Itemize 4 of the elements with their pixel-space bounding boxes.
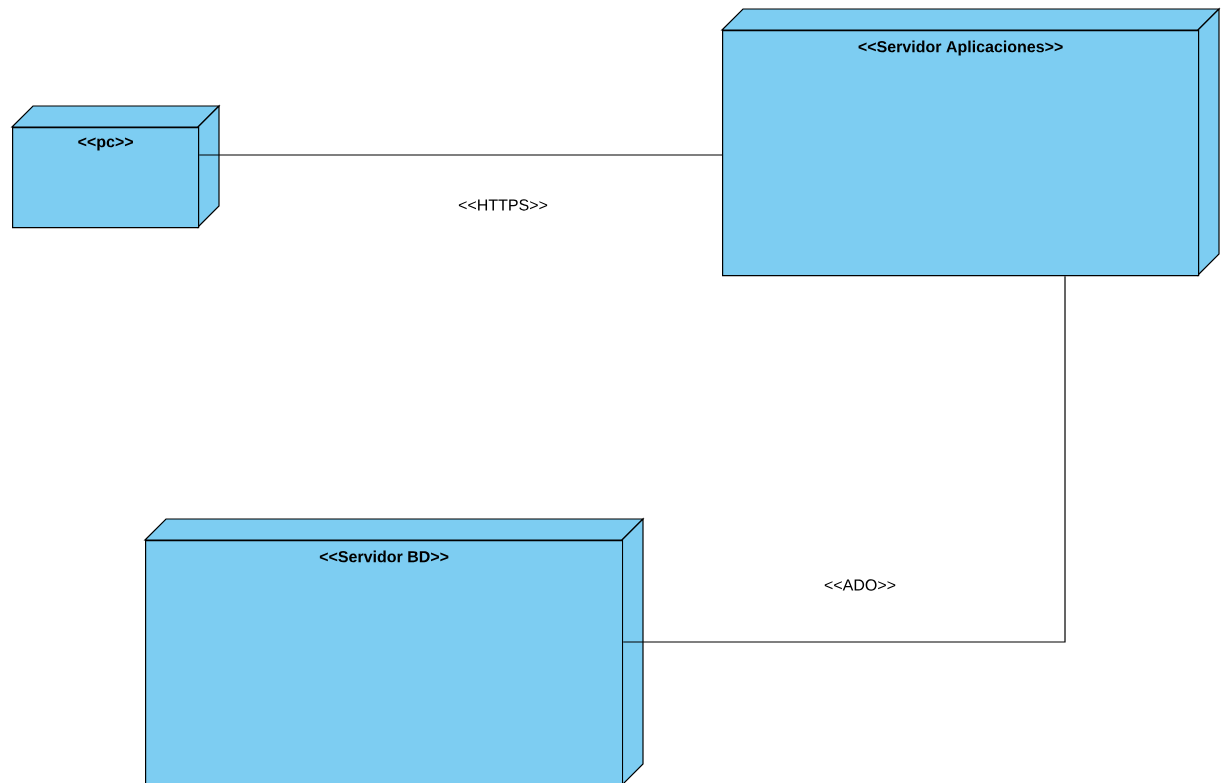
connector [622,275,1066,643]
edge-label: <<ADO>> [823,578,898,592]
connector [198,154,723,156]
edge-label: <<HTTPS>> [457,198,549,212]
